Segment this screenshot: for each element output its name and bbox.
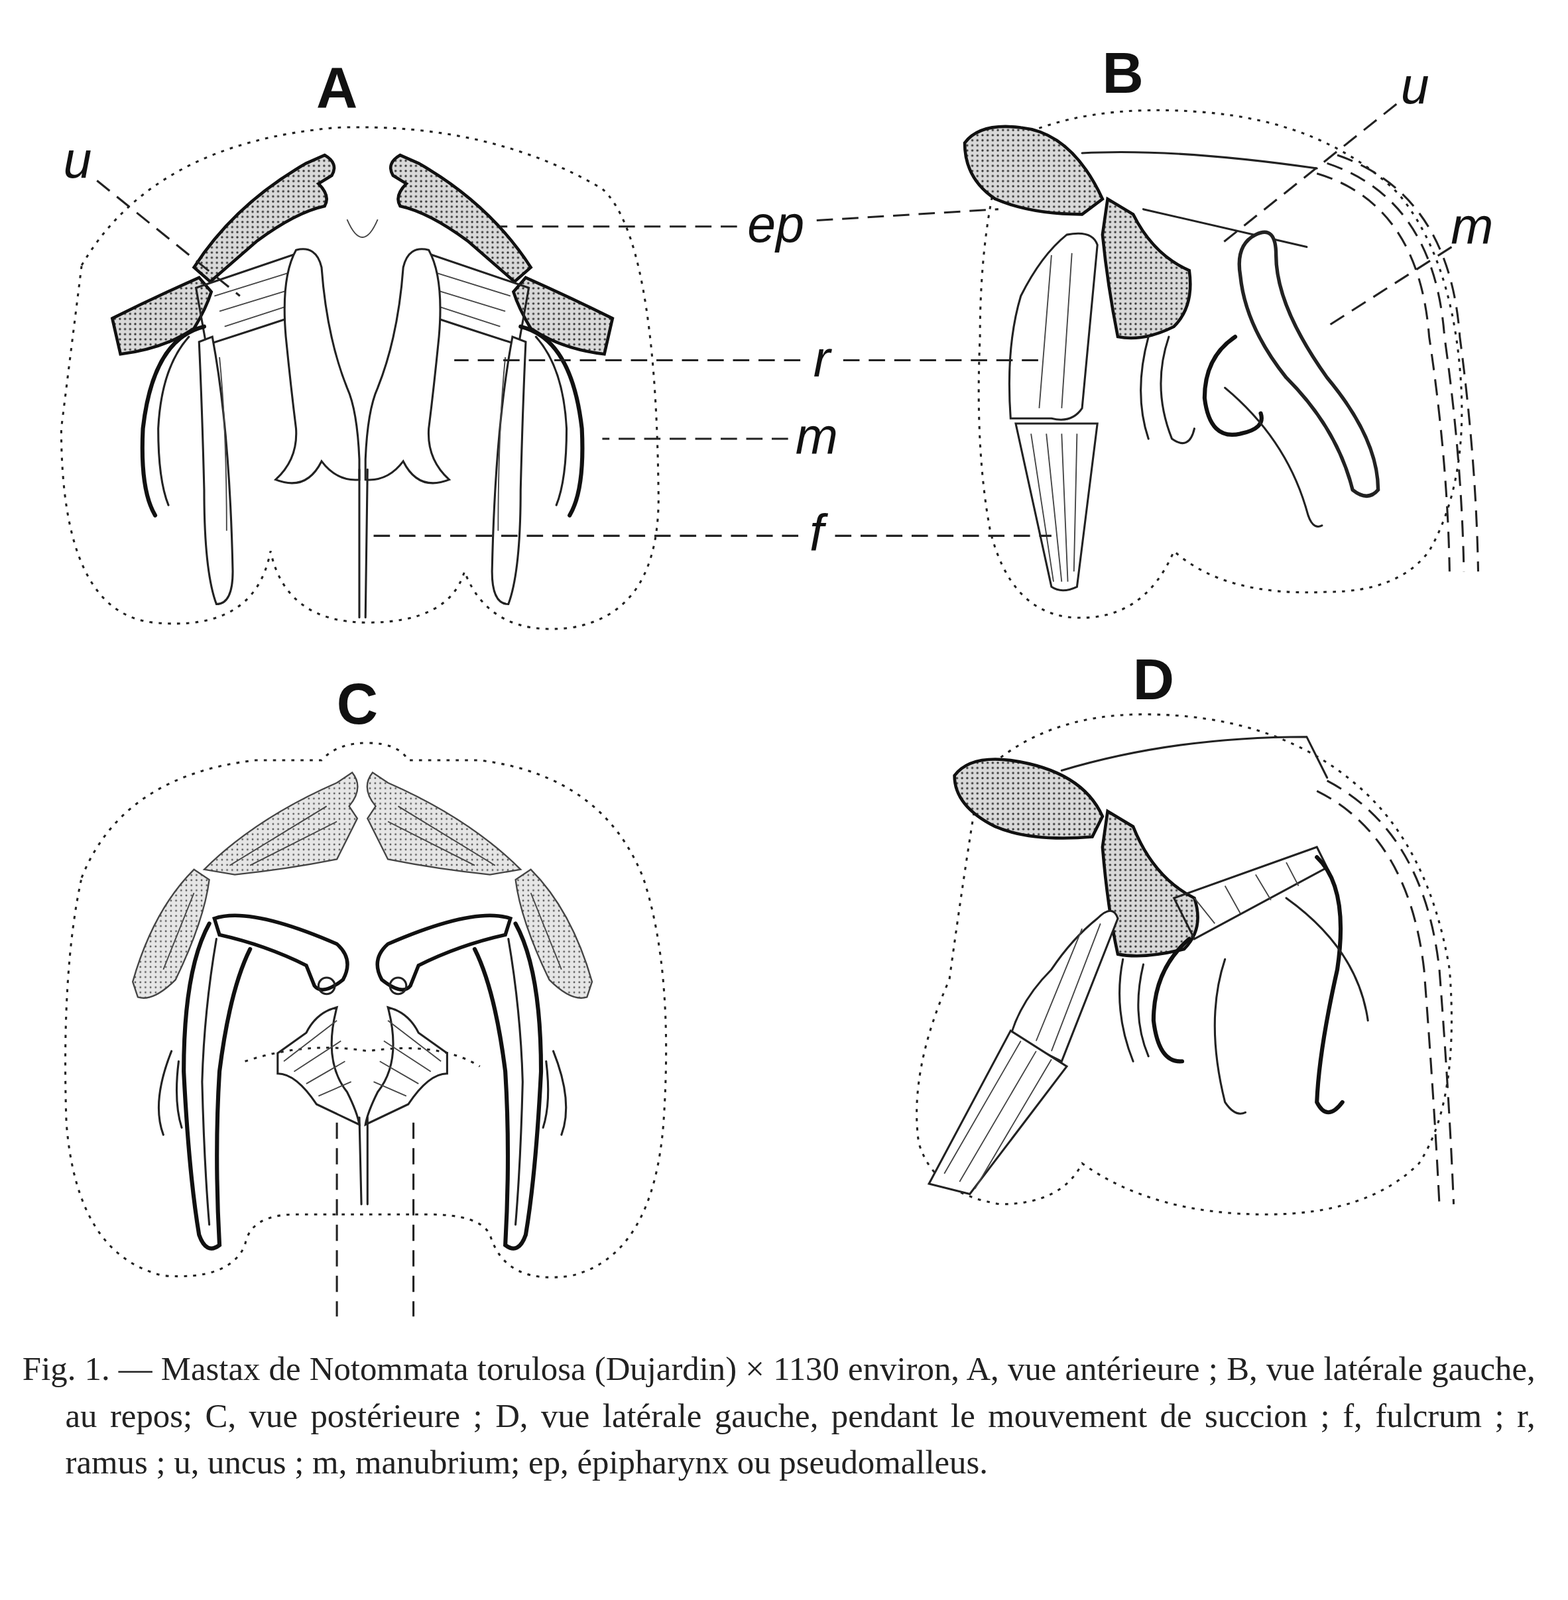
drawing-stroke [1119, 959, 1149, 1062]
drawing-stroke [1316, 173, 1450, 572]
drawing-stroke [1061, 737, 1327, 779]
drawing-stroke [1102, 811, 1199, 957]
drawing-stroke [1327, 781, 1454, 1205]
drawing-stroke [1010, 910, 1118, 1062]
part-label: u [63, 134, 93, 186]
drawing-stroke [916, 714, 1452, 1215]
drawing-stroke [60, 127, 659, 630]
part-label: m [795, 411, 839, 463]
drawing-stroke [1174, 847, 1328, 940]
drawing-stroke [1214, 898, 1368, 1114]
drawing-stroke [1030, 433, 1077, 582]
drawing-stroke [365, 773, 593, 1250]
drawing-stroke [928, 1030, 1067, 1195]
drawing-stroke [1204, 336, 1262, 435]
view-posterior [65, 743, 667, 1317]
drawing-stroke [454, 359, 801, 362]
view-anterior [60, 127, 659, 630]
drawing-stroke [336, 1123, 414, 1318]
drawing-stroke [1038, 253, 1072, 409]
drawing-stroke [1194, 862, 1299, 924]
leader-lines [96, 104, 1452, 536]
drawing-stroke [347, 219, 378, 238]
drawing-stroke [1239, 232, 1378, 496]
drawing-stroke [96, 180, 241, 297]
figure-caption: Fig. 1. — Mastax de Notommata torulosa (… [22, 1345, 1536, 1486]
part-label: m [1450, 200, 1494, 252]
drawing-stroke [1316, 790, 1440, 1205]
drawing-stroke [1141, 336, 1195, 443]
drawing-stroke [1009, 233, 1098, 420]
drawing-stroke [65, 743, 667, 1278]
view-lateral-rest [964, 110, 1478, 618]
drawing-stroke [1316, 857, 1342, 1113]
drawing-stroke [816, 209, 999, 221]
drawing-stroke [964, 126, 1103, 215]
view-letter: C [336, 675, 378, 733]
drawing-stroke [132, 773, 360, 1250]
drawing-stroke [1225, 387, 1323, 527]
part-label: f [809, 508, 824, 560]
view-letter: A [316, 59, 358, 117]
drawing-stroke [834, 535, 1051, 538]
drawing-stroke [1015, 423, 1098, 591]
drawing-stroke [499, 225, 737, 228]
view-letter: B [1102, 45, 1144, 103]
drawing-stroke [843, 359, 1042, 362]
drawing-stroke [944, 1041, 1052, 1190]
view-lateral-suction [916, 714, 1454, 1215]
part-label: ep [747, 198, 805, 250]
part-label: r [813, 333, 831, 385]
drawing-stroke [372, 535, 799, 538]
drawing-stroke [1327, 163, 1464, 572]
drawing-stroke [1327, 247, 1452, 327]
drawing-stroke [359, 1117, 368, 1205]
view-letter: D [1133, 651, 1175, 709]
drawing-stroke [1036, 923, 1101, 1051]
drawing-stroke [602, 438, 788, 441]
drawing-stroke [359, 469, 368, 618]
drawing-stroke [1219, 104, 1397, 245]
drawing-stroke [1153, 939, 1190, 1063]
drawing-stroke [954, 759, 1103, 839]
part-label: u [1400, 60, 1430, 112]
drawing-stroke [1102, 198, 1191, 339]
